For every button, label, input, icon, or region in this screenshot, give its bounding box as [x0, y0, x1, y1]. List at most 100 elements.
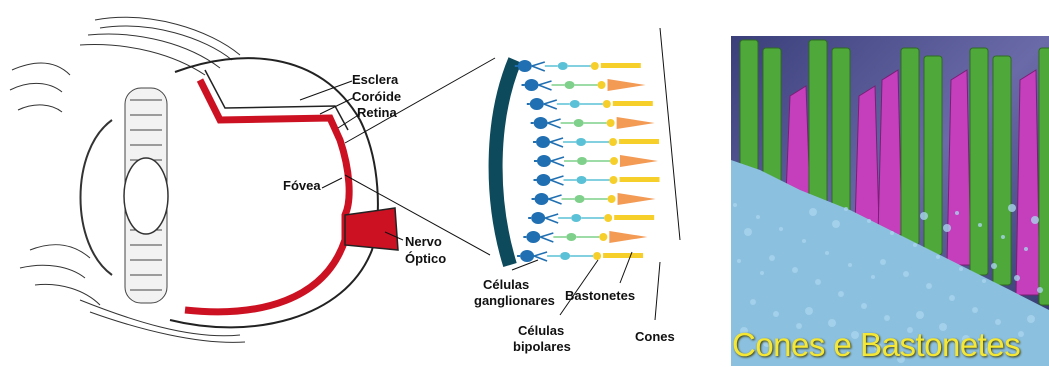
texture-dot [805, 307, 813, 315]
label-bipolar-line1: Células [518, 323, 564, 338]
rod-cell [603, 253, 643, 258]
photoreceptor-nucleus [604, 214, 612, 222]
texture-dot [884, 315, 890, 321]
texture-dot [809, 208, 817, 216]
cone-cell-photo [947, 70, 971, 265]
texture-dot [867, 219, 871, 223]
texture-dot [903, 271, 909, 277]
ganglion-dendrite [539, 81, 552, 90]
texture-dot [1014, 275, 1020, 281]
cone-cell-photo [786, 86, 810, 195]
texture-dot [1008, 204, 1016, 212]
ganglion-dendrite [550, 138, 563, 147]
label-bipolar-line2: bipolares [513, 339, 571, 354]
bipolar-cell [566, 233, 576, 241]
texture-dot [972, 307, 978, 313]
ganglion-cell [534, 117, 548, 129]
eye-cross-section: Esclera Coróide Retina Fóvea Nervo Óptic… [10, 17, 495, 342]
rod-cell [619, 177, 659, 182]
ganglion-dendrite [548, 119, 561, 128]
rod-cell [619, 139, 659, 144]
texture-dot [769, 255, 775, 261]
cone-cell [618, 193, 656, 205]
texture-dot [943, 224, 951, 232]
photoreceptor-nucleus [593, 252, 601, 260]
texture-dot [926, 283, 932, 289]
texture-dot [978, 223, 982, 227]
ganglion-dendrite [549, 195, 562, 204]
ganglion-cell [537, 155, 551, 167]
cells-leader-lines [512, 28, 680, 320]
texture-dot [848, 263, 852, 267]
texture-dot [982, 279, 986, 283]
bipolar-cell [570, 100, 580, 108]
ganglion-dendrite [540, 233, 553, 242]
photoreceptor-nucleus [609, 176, 617, 184]
texture-dot [920, 212, 928, 220]
texture-dot [1001, 235, 1005, 239]
texture-dot [936, 255, 940, 259]
texture-dot [991, 263, 997, 269]
texture-dot [744, 228, 752, 236]
texture-dot [1031, 216, 1039, 224]
ganglion-cell [525, 79, 539, 91]
bipolar-cell [576, 138, 586, 146]
texture-dot [838, 291, 844, 297]
texture-dot [1037, 287, 1043, 293]
texture-dot [1024, 247, 1028, 251]
texture-dot [756, 215, 760, 219]
micrograph-photo [731, 36, 1049, 366]
rod-cell-photo [809, 40, 827, 205]
rod-cell-photo [740, 40, 758, 175]
ganglion-cell [530, 98, 544, 110]
texture-dot [861, 303, 867, 309]
texture-dot [995, 319, 1001, 325]
ganglion-cell [526, 231, 540, 243]
cone-cell [608, 79, 646, 91]
ganglion-cell [535, 193, 549, 205]
photoreceptor-nucleus [608, 195, 616, 203]
label-choroid: Coróide [352, 89, 401, 104]
cone-cell-photo [878, 70, 902, 235]
retina-cell-diagram: Células ganglionares Bastonetes Células … [474, 28, 680, 354]
texture-dot [825, 251, 829, 255]
texture-dot [890, 231, 894, 235]
bipolar-cell [558, 62, 568, 70]
optic-nerve [345, 208, 398, 250]
cornea [81, 120, 113, 275]
texture-dot [916, 311, 924, 319]
rod-cell [601, 63, 641, 68]
label-sclera: Esclera [352, 72, 399, 87]
texture-dot [1027, 315, 1035, 323]
photoreceptor-nucleus [598, 81, 606, 89]
photoreceptor-nucleus [591, 62, 599, 70]
photoreceptor-nucleus [607, 119, 615, 127]
ganglion-cell [520, 250, 534, 262]
texture-dot [871, 275, 875, 279]
cone-cell [609, 231, 647, 243]
texture-dot [733, 203, 737, 207]
photoreceptor-nucleus [603, 100, 611, 108]
bipolar-cell [560, 252, 570, 260]
texture-dot [792, 267, 798, 273]
label-optic-nerve-line2: Óptico [405, 251, 446, 266]
retina-band [185, 80, 349, 312]
cone-cell-photo [855, 86, 879, 225]
label-rods: Bastonetes [565, 288, 635, 303]
ganglion-cell [518, 60, 532, 72]
ganglion-dendrite [544, 100, 557, 109]
texture-dot [949, 295, 955, 301]
cell-layers [515, 60, 660, 262]
texture-dot [737, 259, 741, 263]
texture-dot [802, 239, 806, 243]
rod-cell-photo [763, 48, 781, 185]
bipolar-cell [576, 176, 586, 184]
label-cones: Cones [635, 329, 675, 344]
bipolar-cell [575, 195, 585, 203]
lens [124, 158, 168, 234]
photoreceptor-nucleus [609, 138, 617, 146]
ganglion-dendrite [545, 214, 558, 223]
bipolar-cell [571, 214, 581, 222]
ganglion-cell [536, 136, 550, 148]
